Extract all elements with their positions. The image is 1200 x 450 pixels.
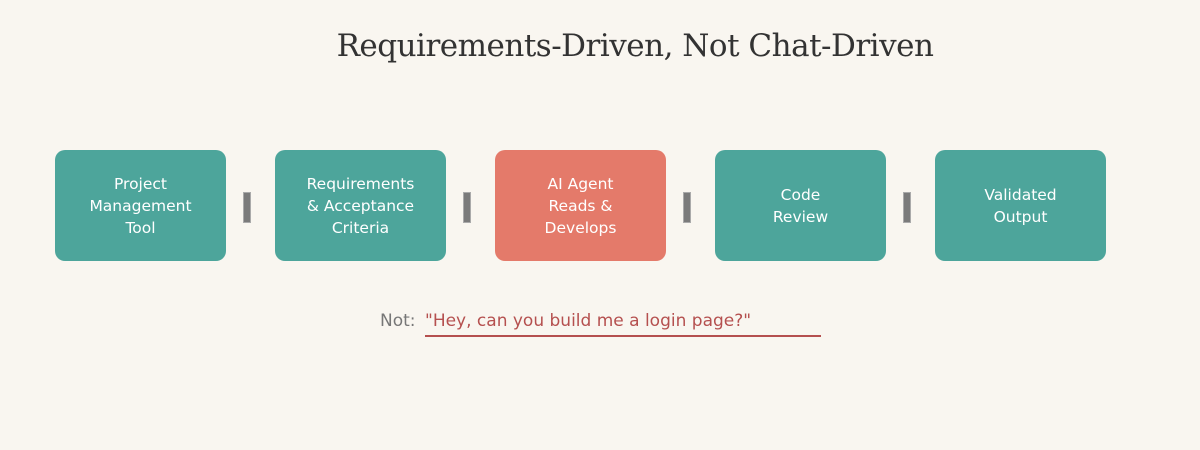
counter-example-quote: "Hey, can you build me a login page?" (425, 311, 821, 337)
step-project-management-tool: Project Management Tool (55, 150, 226, 261)
arrow-icon (463, 192, 471, 223)
arrow-icon (683, 192, 691, 223)
step-code-review: Code Review (715, 150, 886, 261)
step-validated-output: Validated Output (935, 150, 1106, 261)
arrow-icon (243, 192, 251, 223)
arrow-icon (903, 192, 911, 223)
not-label: Not: (380, 311, 416, 331)
step-ai-agent: AI Agent Reads & Develops (495, 150, 666, 261)
step-requirements: Requirements & Acceptance Criteria (275, 150, 446, 261)
diagram-title: Requirements-Driven, Not Chat-Driven (336, 28, 934, 64)
